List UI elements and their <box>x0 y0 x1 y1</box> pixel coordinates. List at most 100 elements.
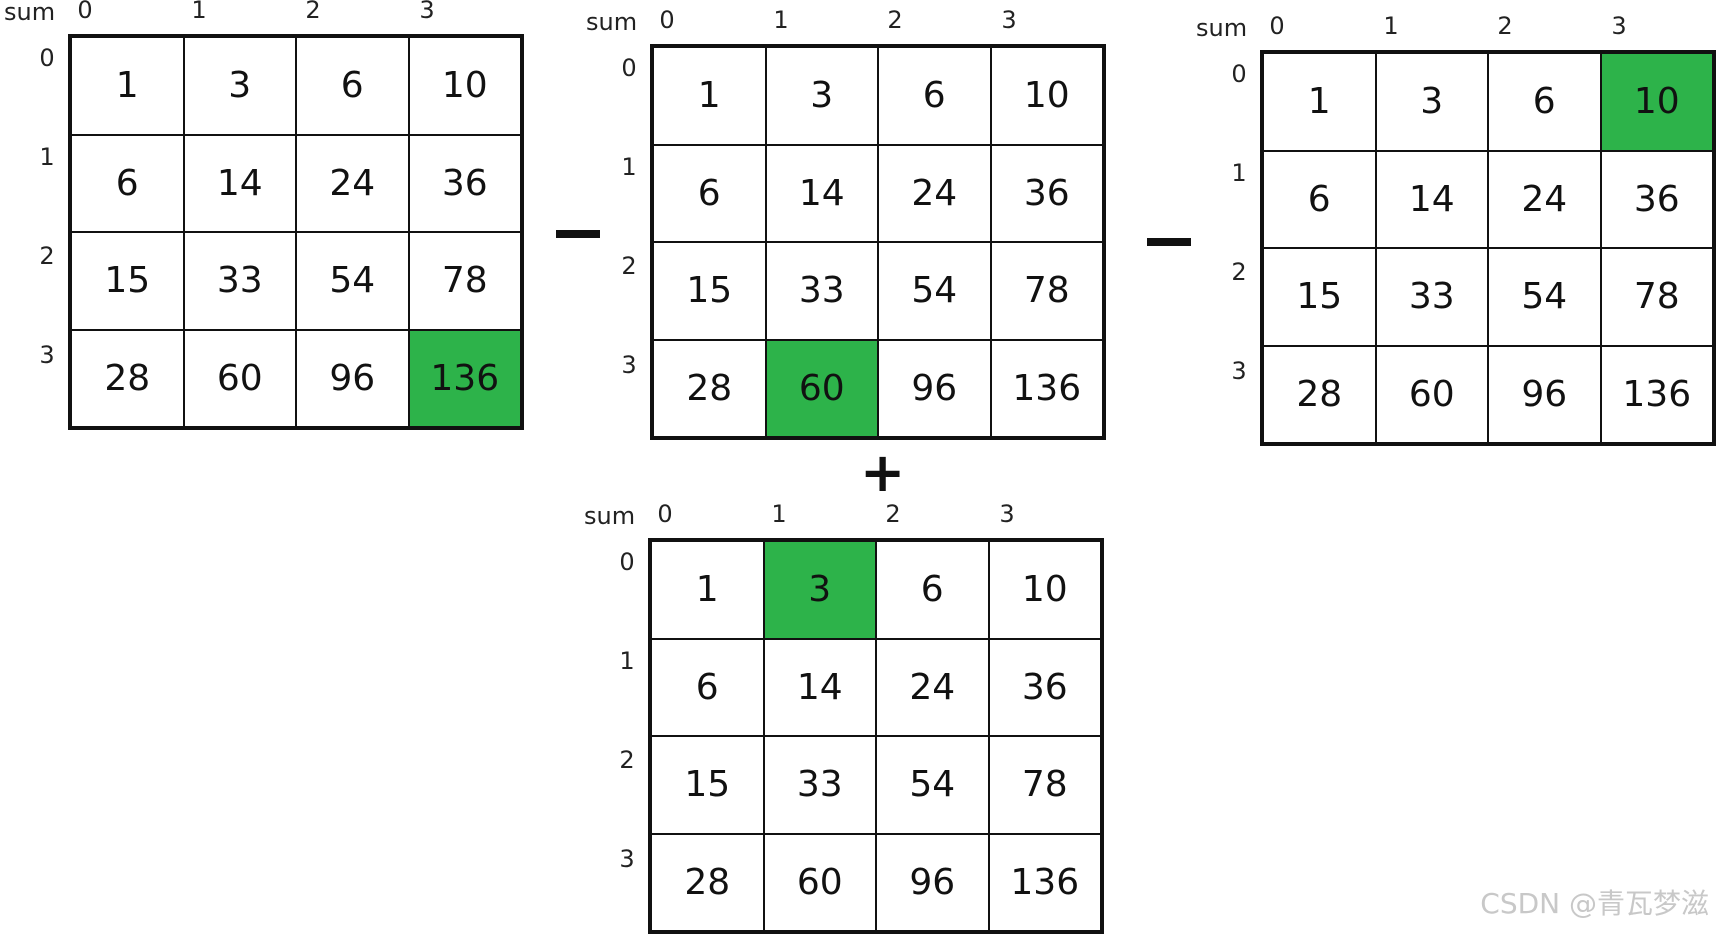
matrix-cell: 33 <box>183 232 296 330</box>
row-labels: 0 1 2 3 <box>614 44 644 440</box>
watermark: CSDN @青瓦梦滋 <box>1480 887 1709 920</box>
matrix-cell: 54 <box>876 736 989 834</box>
matrix-cell: 15 <box>653 242 766 340</box>
row-label: 1 <box>619 647 635 675</box>
sum-label: sum <box>584 502 636 530</box>
minus-operator-2 <box>1147 238 1191 246</box>
matrix-cell: 36 <box>990 144 1103 242</box>
plus-operator: + <box>860 441 906 504</box>
row-label: 1 <box>39 143 55 171</box>
matrix-cell: 96 <box>1488 345 1601 443</box>
matrix-cell: 6 <box>651 638 764 736</box>
matrix-cell: 33 <box>763 736 876 834</box>
matrix-cell: 14 <box>183 134 296 232</box>
matrix-cell: 6 <box>71 134 184 232</box>
highlighted-cell: 10 <box>1600 53 1713 151</box>
matrix-cell: 1 <box>651 541 764 639</box>
matrix-cell: 1 <box>71 37 184 135</box>
highlighted-cell: 136 <box>408 329 521 427</box>
matrix-cell: 60 <box>1375 345 1488 443</box>
matrix-cell: 6 <box>1263 150 1376 248</box>
column-label: 1 <box>1383 12 1399 40</box>
matrix-cell: 96 <box>876 833 989 931</box>
column-label: 3 <box>1611 12 1627 40</box>
column-label: 2 <box>885 500 901 528</box>
matrix-cell: 3 <box>183 37 296 135</box>
column-label: 0 <box>77 0 93 24</box>
row-label: 2 <box>1231 258 1247 286</box>
matrix-cell: 6 <box>653 144 766 242</box>
matrix-cell: 28 <box>71 329 184 427</box>
matrix-cell: 10 <box>988 541 1101 639</box>
matrix-cell: 14 <box>765 144 878 242</box>
matrix-cell: 15 <box>651 736 764 834</box>
matrix-cell: 36 <box>988 638 1101 736</box>
row-label: 3 <box>619 845 635 873</box>
row-label: 0 <box>619 548 635 576</box>
matrix-cell: 78 <box>408 232 521 330</box>
row-label: 1 <box>1231 159 1247 187</box>
matrix-cell: 96 <box>296 329 409 427</box>
column-label: 1 <box>773 6 789 34</box>
matrix-cell: 14 <box>763 638 876 736</box>
row-label: 3 <box>621 351 637 379</box>
matrix-cell: 136 <box>988 833 1101 931</box>
matrix-cell: 14 <box>1375 150 1488 248</box>
matrix-cell: 24 <box>296 134 409 232</box>
row-label: 0 <box>39 44 55 72</box>
sum-label: sum <box>1196 14 1248 42</box>
matrix-cell: 1 <box>653 47 766 145</box>
matrix-cell: 28 <box>653 339 766 437</box>
matrix-cell: 78 <box>990 242 1103 340</box>
column-label: 3 <box>1001 6 1017 34</box>
matrix-cell: 60 <box>183 329 296 427</box>
sum-label: sum <box>586 8 638 36</box>
matrix-cell: 10 <box>990 47 1103 145</box>
matrix-cell: 136 <box>1600 345 1713 443</box>
matrix-cell: 60 <box>763 833 876 931</box>
highlighted-cell: 3 <box>763 541 876 639</box>
row-label: 2 <box>39 242 55 270</box>
row-label: 0 <box>1231 60 1247 88</box>
matrix-cell: 33 <box>1375 248 1488 346</box>
matrix-cell: 10 <box>408 37 521 135</box>
matrix-cell: 54 <box>878 242 991 340</box>
sum-label: sum <box>4 0 56 26</box>
matrix-cell: 96 <box>878 339 991 437</box>
column-label: 0 <box>1269 12 1285 40</box>
matrix-cell: 33 <box>765 242 878 340</box>
matrix-cell: 28 <box>1263 345 1376 443</box>
matrix-cell: 1 <box>1263 53 1376 151</box>
column-label: 2 <box>305 0 321 24</box>
matrix-cell: 3 <box>1375 53 1488 151</box>
row-labels: 0 1 2 3 <box>32 34 62 430</box>
matrix-cell: 6 <box>876 541 989 639</box>
column-label: 0 <box>659 6 675 34</box>
matrix-cell: 3 <box>765 47 878 145</box>
matrix-cell: 15 <box>1263 248 1376 346</box>
row-label: 2 <box>621 252 637 280</box>
matrix-cell: 24 <box>876 638 989 736</box>
column-label: 0 <box>657 500 673 528</box>
matrix-cell: 36 <box>1600 150 1713 248</box>
row-label: 3 <box>39 341 55 369</box>
matrix-cell: 24 <box>1488 150 1601 248</box>
column-label: 1 <box>191 0 207 24</box>
row-label: 0 <box>621 54 637 82</box>
matrix-cell: 36 <box>408 134 521 232</box>
matrix-cell: 78 <box>1600 248 1713 346</box>
matrix-cell: 54 <box>296 232 409 330</box>
column-label: 1 <box>771 500 787 528</box>
row-label: 1 <box>621 153 637 181</box>
matrix-cell: 78 <box>988 736 1101 834</box>
